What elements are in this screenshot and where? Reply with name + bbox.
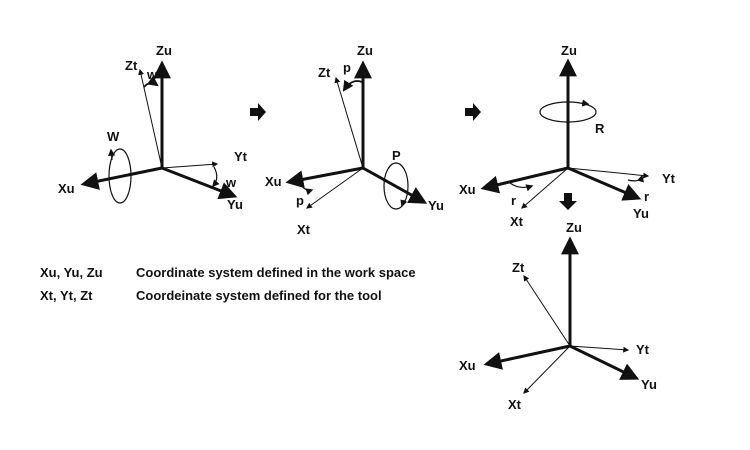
xu-label: Xu [459,182,476,197]
r-big-label: R [595,121,605,136]
r-right-label: r [644,189,649,204]
w-top-arc [143,75,159,88]
xt-axis [521,167,569,209]
w-right-label: w [225,175,237,190]
r-left-arc [509,182,534,192]
w-rotation-arrow [107,148,116,161]
zu-label: Zu [357,43,373,58]
p-top-label: p [343,60,351,75]
w-top-label: w [146,67,158,82]
xu-axis [285,166,364,189]
zu-label: Zu [566,220,582,235]
p-left-arc [299,183,314,196]
xu-label: Xu [58,181,75,196]
yu-axis [569,344,640,380]
zt-label: Zt [512,260,525,275]
down-arrow [559,193,577,210]
yu-axis [567,166,642,201]
panel-1: Zu Zt w W Yt w Xu Yu [58,43,248,212]
xu-axis [480,166,569,194]
w-rotation-ellipse [108,148,132,204]
xt-label: Xt [297,222,311,237]
yt-axis [567,167,650,179]
yt-label: Yt [234,149,248,164]
xt-label: Xt [508,397,522,412]
yt-label: Yt [636,342,650,357]
zt-axis [138,68,163,169]
yu-label: Yu [428,198,444,213]
r-left-label: r [511,193,516,208]
p-rotation-ellipse [383,162,409,210]
panel-3: Zu R Xu r Xt Yt r Yu [459,43,676,229]
p-top-arc [342,79,363,92]
r-right-arc [627,174,644,183]
yu-label: Yu [227,197,243,212]
panel-4: Zu Zt Xu Yt Xt Yu [459,220,657,412]
zu-label: Zu [156,43,172,58]
r-rotation-arrow [581,99,590,107]
yu-label: Yu [641,377,657,392]
next-arrow-1 [250,103,266,121]
yt-label: Yt [662,171,676,186]
yu-axis [161,166,238,200]
xt-axis [523,345,571,394]
zt-axis [523,274,571,347]
yu-axis [362,166,428,204]
zt-label: Zt [125,58,138,73]
w-big-label: W [107,129,120,144]
legend: Xu, Yu, Zu Coordinate system defined in … [40,261,416,307]
legend-description: Coordeinate system defined for the tool [136,288,382,303]
xu-axis [483,344,571,370]
p-big-label: P [392,148,401,163]
yt-axis [161,161,219,169]
yt-axis [569,345,630,353]
xu-label: Xu [265,174,282,189]
zt-label: Zt [318,65,331,80]
legend-row-user: Xu, Yu, Zu Coordinate system defined in … [40,261,416,284]
legend-description: Coordinate system defined in the work sp… [136,265,416,280]
w-right-arc [212,166,220,188]
next-arrow-2 [465,103,481,121]
p-left-label: p [296,193,304,208]
p-rotation-arrow [400,199,408,208]
legend-row-tool: Xt, Yt, Zt Coordeinate system defined fo… [40,284,416,307]
xt-axis [306,167,364,209]
zt-axis [334,76,364,169]
yu-label: Yu [633,206,649,221]
xu-axis [80,166,163,190]
xu-label: Xu [459,358,476,373]
legend-key: Xt, Yt, Zt [40,288,93,303]
r-rotation-ellipse [539,101,597,123]
xt-label: Xt [510,214,524,229]
panel-2: Zu Zt p P Xu p Xt Yu [265,43,444,237]
zu-label: Zu [561,43,577,58]
legend-key: Xu, Yu, Zu [40,265,103,280]
